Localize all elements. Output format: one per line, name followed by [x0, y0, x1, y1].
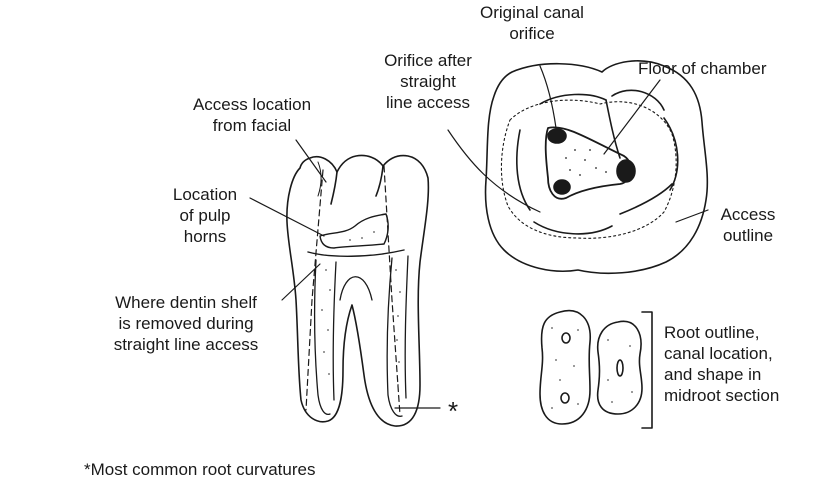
label-line: Access [706, 204, 790, 225]
molar-occlusal-view [486, 61, 708, 273]
label-line: Access location [172, 94, 332, 115]
occlusal-outline [486, 61, 708, 273]
cusp-ridge [620, 184, 672, 214]
cross-section-root-1 [540, 311, 590, 424]
cusp-groove [376, 166, 383, 196]
access-outline-dotted [501, 100, 676, 238]
cusp-ridge [612, 90, 664, 110]
footnote-root-curvatures: *Most common root curvatures [84, 459, 315, 480]
root-canal [333, 262, 336, 400]
label-access-location-from-facial: Access location from facial [172, 94, 332, 136]
furcation [340, 277, 372, 300]
label-line: and shape in [664, 364, 779, 385]
label-access-outline: Access outline [706, 204, 790, 246]
label-line: Where dentin shelf [88, 292, 284, 313]
asterisk-marker: * [448, 398, 458, 424]
root-cross-sections [540, 311, 652, 428]
label-floor-of-chamber: Floor of chamber [638, 58, 767, 79]
canal-cross-section [617, 360, 623, 376]
label-line: horns [160, 226, 250, 247]
canal-cross-section [561, 393, 569, 403]
label-dentin-shelf-removal: Where dentin shelf is removed during str… [88, 292, 284, 355]
canal-cross-section [562, 333, 570, 343]
label-line: from facial [172, 115, 332, 136]
root-canal [315, 260, 330, 414]
leader-orifice-after [448, 130, 540, 212]
cusp-ridge [517, 130, 530, 210]
label-line: straight [368, 71, 488, 92]
label-line: line access [368, 92, 488, 113]
cross-section-root-2 [598, 321, 642, 414]
canal-orifice [617, 160, 635, 182]
canal-orifice [554, 180, 570, 194]
leader-original-orifice [540, 66, 556, 128]
label-line: orifice [454, 23, 610, 44]
label-line: Location [160, 184, 250, 205]
label-line: straight line access [88, 334, 284, 355]
label-original-canal-orifice: Original canal orifice [454, 2, 610, 44]
leader-floor-chamber [604, 80, 660, 154]
floor-stipple [565, 149, 607, 176]
label-line: is removed during [88, 313, 284, 334]
label-line: Root outline, [664, 322, 779, 343]
canal-orifice [548, 129, 566, 143]
label-line: Orifice after [368, 50, 488, 71]
leader-access-location [296, 140, 326, 182]
pulp-chamber-roof [320, 214, 388, 248]
label-line: canal location, [664, 343, 779, 364]
cusp-groove [331, 172, 337, 204]
root-canal [405, 256, 408, 398]
label-line: outline [706, 225, 790, 246]
cross-section-stipple [551, 327, 633, 409]
label-line: of pulp [160, 205, 250, 226]
cusp-groove [318, 162, 321, 196]
label-line: midroot section [664, 385, 779, 406]
access-line-dashed [384, 166, 400, 415]
molar-side-view [287, 155, 429, 426]
label-location-of-pulp-horns: Location of pulp horns [160, 184, 250, 247]
label-line: Original canal [454, 2, 610, 23]
cusp-ridge [534, 222, 612, 234]
bracket [642, 312, 652, 428]
label-orifice-after-straight-line-access: Orifice after straight line access [368, 50, 488, 113]
label-root-outline-section: Root outline, canal location, and shape … [664, 322, 779, 406]
